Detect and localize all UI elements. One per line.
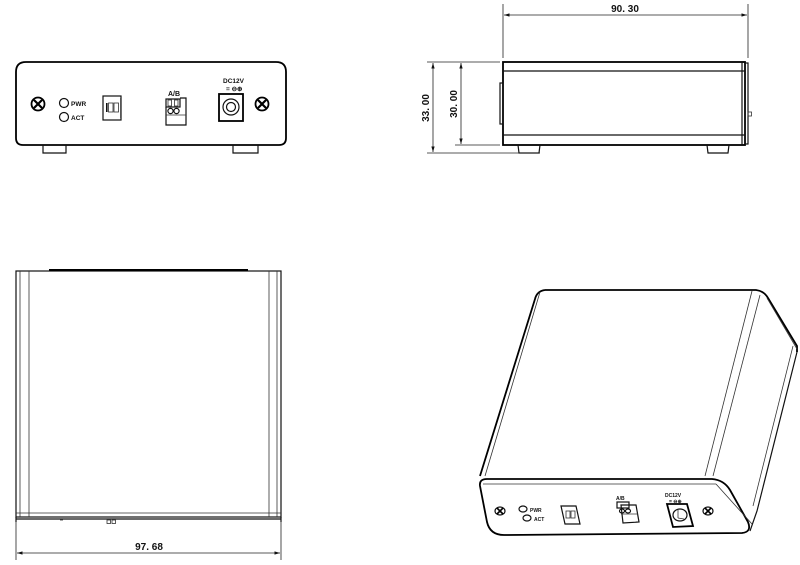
iso-screw-left-icon xyxy=(494,506,506,516)
iso-ab-terminal-icon xyxy=(616,501,640,524)
foot-left xyxy=(42,145,67,154)
dip-switch-icon xyxy=(102,95,122,121)
side-view: 90. 30 33. 00 30. 00 xyxy=(421,4,752,154)
isometric-view: PWR ACT A/B DC12V = ⊖⊕ xyxy=(478,289,798,536)
screw-right-icon xyxy=(254,96,270,112)
screw-left-icon xyxy=(30,96,46,112)
dc-label: DC12V xyxy=(223,78,245,85)
width-dimension-label: 97. 68 xyxy=(135,542,163,553)
iso-pwr-label: PWR xyxy=(530,508,542,514)
ab-terminal-icon xyxy=(165,97,187,126)
iso-top-outline xyxy=(479,289,798,477)
iso-dc-label: DC12V xyxy=(665,493,682,499)
top-body-outline xyxy=(15,270,282,518)
iso-dip-switch-icon xyxy=(560,505,581,525)
top-connector-pin xyxy=(106,519,111,524)
iso-dc-polarity-label: = ⊖⊕ xyxy=(669,499,682,505)
dc-jack-icon xyxy=(218,93,244,122)
iso-front-panel-outline xyxy=(478,478,751,536)
front-panel-outline xyxy=(15,61,287,146)
side-body-outline xyxy=(502,61,746,146)
act-led-icon xyxy=(58,111,70,123)
body-height-dimension-label: 30. 00 xyxy=(449,90,460,118)
top-connector-pin xyxy=(111,519,116,524)
iso-act-led-icon xyxy=(522,514,532,522)
iso-ab-label: A/B xyxy=(616,496,625,502)
side-connector-tab xyxy=(747,111,752,117)
iso-screw-right-icon xyxy=(702,506,714,516)
iso-side-outline xyxy=(749,351,798,532)
act-label: ACT xyxy=(71,115,84,122)
top-view: 97. 68 xyxy=(15,269,282,560)
length-dimension-label: 90. 30 xyxy=(611,4,639,15)
dc-polarity-label: = ⊖⊕ xyxy=(226,86,243,93)
pwr-led-icon xyxy=(58,97,70,109)
front-view: PWR ACT A/B DC12V = ⊖⊕ xyxy=(15,61,287,154)
total-height-dimension-label: 33. 00 xyxy=(421,94,432,122)
iso-pwr-led-icon xyxy=(518,505,528,513)
foot-right xyxy=(232,145,259,154)
iso-act-label: ACT xyxy=(534,517,544,523)
iso-dc-jack-icon xyxy=(665,503,695,528)
ab-label: A/B xyxy=(168,91,180,98)
pwr-label: PWR xyxy=(71,101,86,108)
rear-plate xyxy=(499,82,504,125)
